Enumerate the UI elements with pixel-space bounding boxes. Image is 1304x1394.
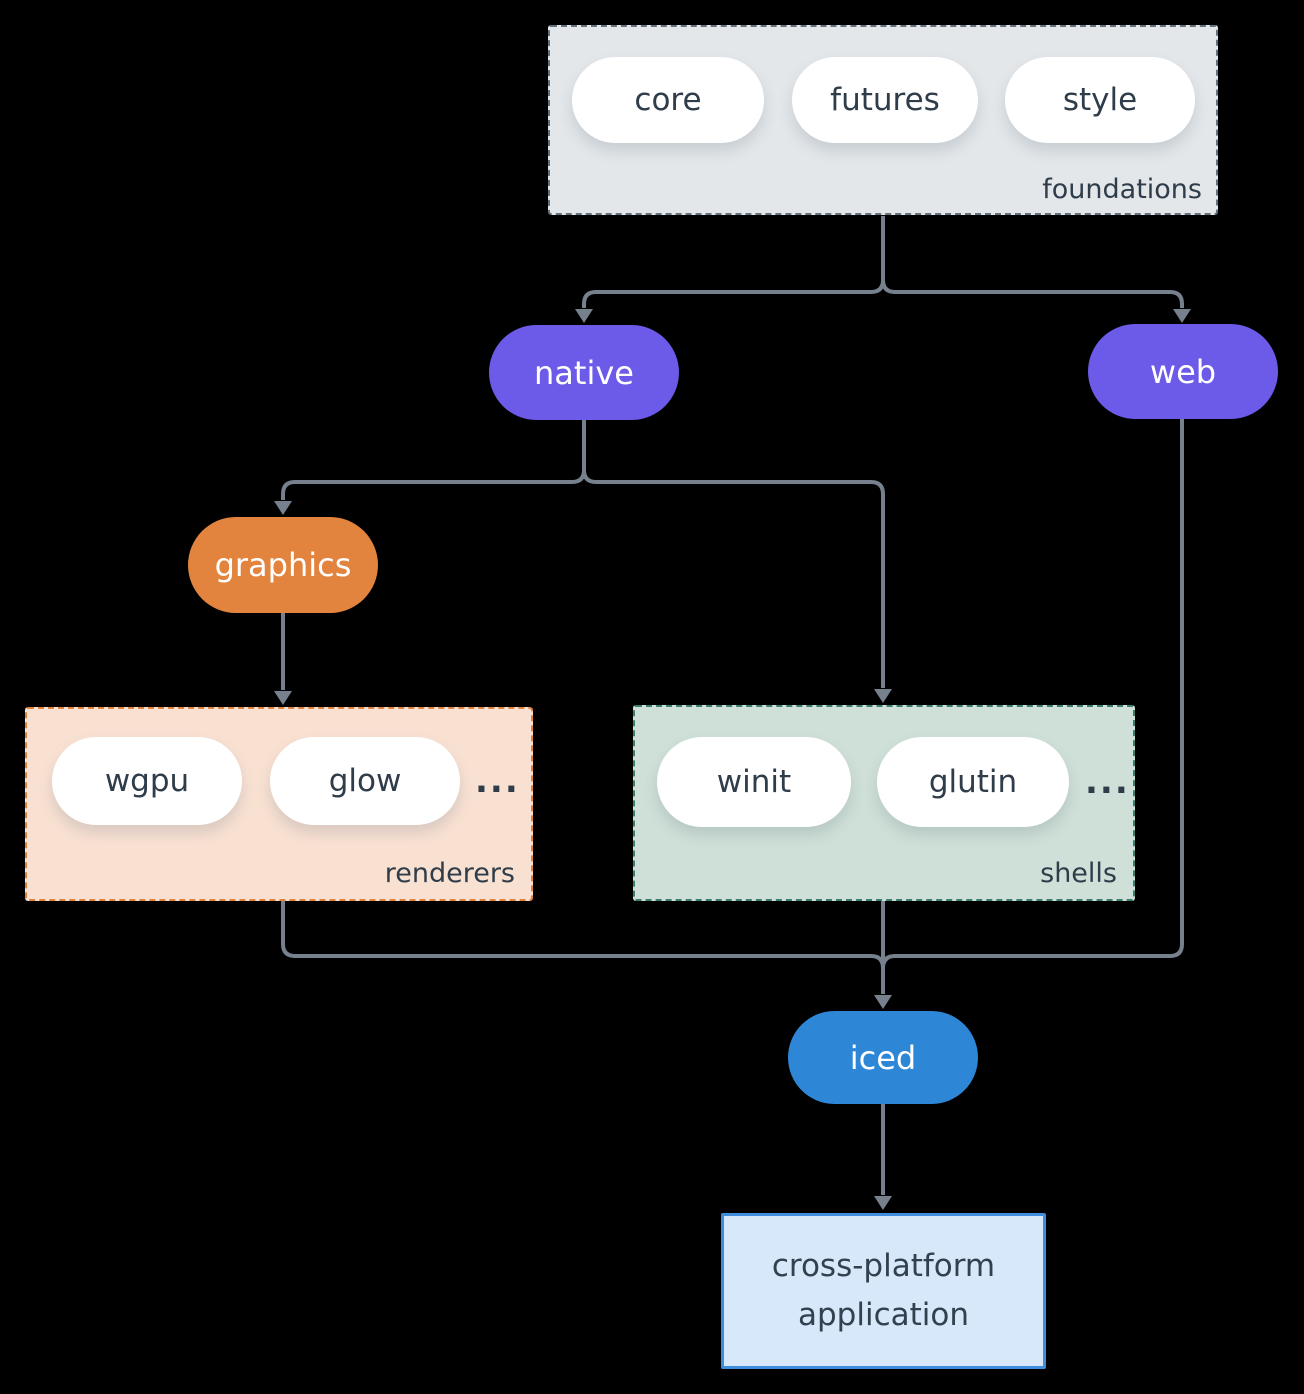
arrowhead-icon [575, 309, 593, 323]
node-iced: iced [788, 1011, 978, 1104]
arrowhead-icon [1173, 309, 1191, 323]
connector-native-graphics [281, 420, 586, 500]
group-label-foundations: foundations [1042, 174, 1202, 205]
renderers-ellipsis: ... [475, 761, 520, 801]
group-label-renderers: renderers [384, 858, 515, 889]
arrowhead-icon [874, 995, 892, 1009]
node-graphics: graphics [188, 517, 378, 613]
application-label-line2: application [798, 1297, 969, 1333]
group-foundations: core futures style foundations [548, 25, 1218, 215]
connector-foundations-native [582, 279, 885, 308]
arrowhead-icon [274, 501, 292, 515]
pill-style: style [1005, 57, 1195, 143]
connector-renderers-merge [281, 901, 885, 969]
group-label-shells: shells [1040, 858, 1117, 889]
application-box: cross-platform application [721, 1213, 1046, 1369]
connector-foundations-web [881, 279, 1184, 308]
group-renderers: wgpu glow ... renderers [25, 707, 533, 901]
connector-native-shells [582, 420, 885, 688]
arrowhead-icons [274, 309, 1191, 1210]
arrowhead-icon [274, 691, 292, 705]
pill-wgpu: wgpu [52, 737, 242, 825]
arrowhead-icon [874, 689, 892, 703]
node-web: web [1088, 324, 1278, 419]
node-native: native [489, 325, 679, 420]
pill-core: core [572, 57, 764, 143]
application-label-line1: cross-platform [771, 1248, 996, 1284]
pill-glutin: glutin [877, 737, 1069, 827]
arrowhead-icon [874, 1196, 892, 1210]
shells-ellipsis: ... [1085, 762, 1130, 802]
pill-futures: futures [792, 57, 978, 143]
group-shells: winit glutin ... shells [633, 705, 1135, 901]
pill-glow: glow [270, 737, 460, 825]
pill-winit: winit [657, 737, 851, 827]
